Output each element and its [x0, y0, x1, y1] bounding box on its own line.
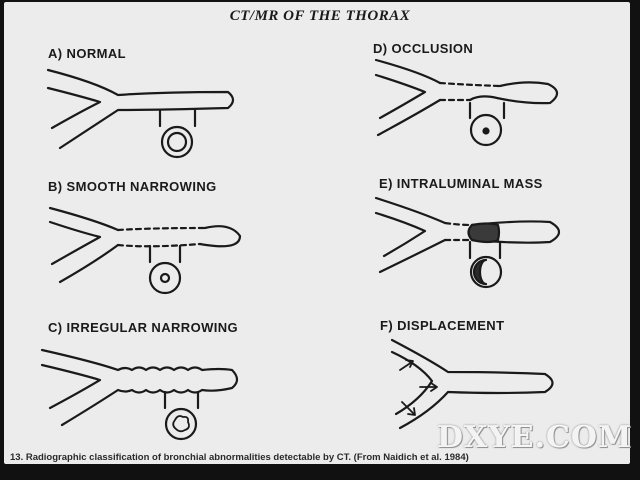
diagram-smooth-narrowing [48, 206, 242, 295]
label-irregular-narrowing: C) IRREGULAR NARROWING [48, 320, 239, 335]
diagram-displacement [390, 338, 554, 430]
diagram-irregular-narrowing [40, 348, 239, 441]
watermark: DXYE.COM [437, 420, 633, 455]
label-intraluminal-mass: E) INTRALUMINAL MASS [379, 176, 543, 191]
figure-paper [4, 2, 630, 464]
label-occlusion: D) OCCLUSION [373, 41, 474, 56]
label-normal: A) NORMAL [48, 46, 126, 61]
label-smooth-narrowing: B) SMOOTH NARROWING [48, 179, 217, 194]
diagram-intraluminal-mass [374, 196, 561, 289]
diagram-normal [46, 68, 235, 159]
diagram-occlusion [374, 58, 559, 147]
figure-title: CT/MR OF THE THORAX [229, 8, 411, 24]
label-displacement: F) DISPLACEMENT [380, 318, 505, 333]
figure-caption: 13. Radiographic classification of bronc… [10, 452, 469, 463]
